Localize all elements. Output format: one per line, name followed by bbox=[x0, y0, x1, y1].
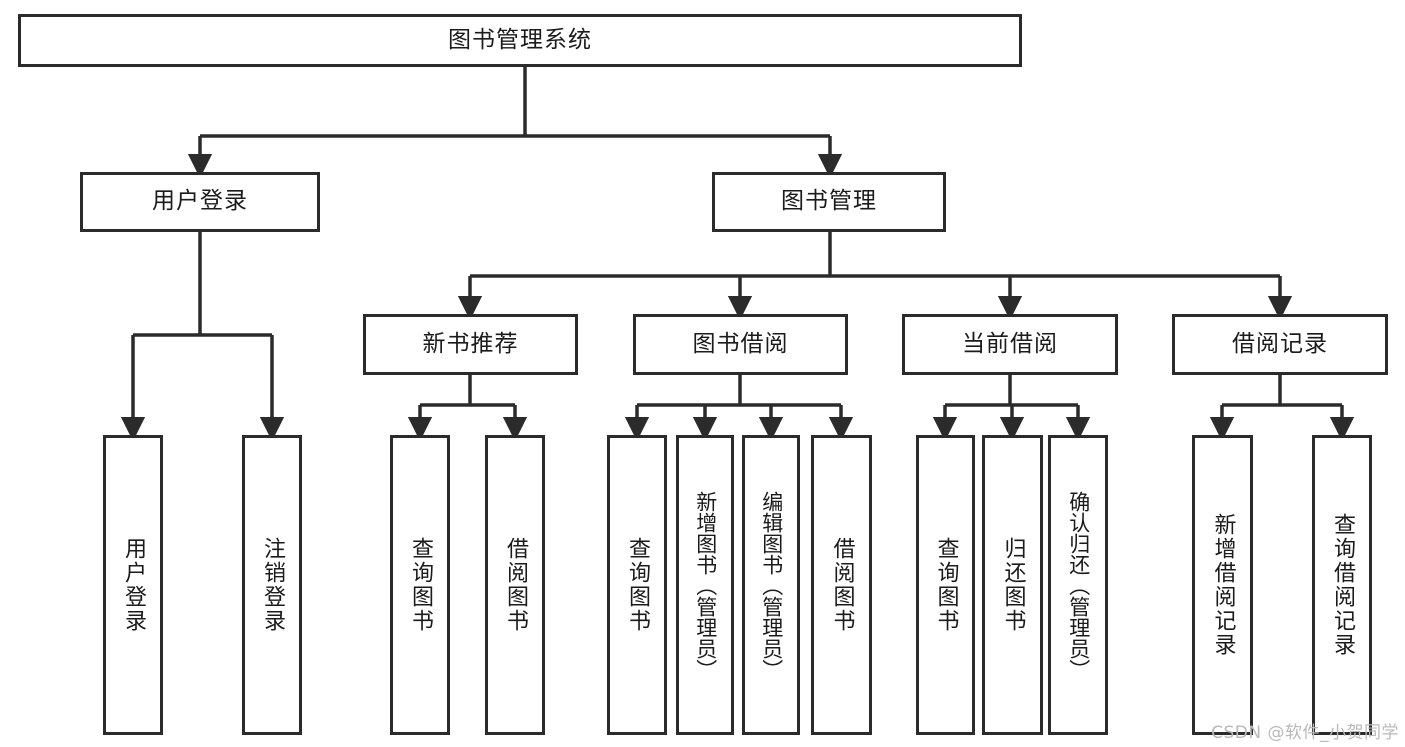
node-root[interactable]: 图书管理系统 bbox=[18, 14, 1022, 67]
node-leaf-user-login-label: 用户登录 bbox=[120, 537, 146, 633]
node-leaf-borrow-book-rec[interactable]: 借阅图书 bbox=[485, 435, 545, 735]
node-leaf-add-book[interactable]: 新增图书（管理员） bbox=[676, 435, 734, 735]
node-leaf-return-book[interactable]: 归还图书 bbox=[982, 435, 1043, 735]
node-current-borrow[interactable]: 当前借阅 bbox=[902, 314, 1118, 375]
node-borrow-record[interactable]: 借阅记录 bbox=[1172, 314, 1388, 375]
node-leaf-confirm-return[interactable]: 确认归还（管理员） bbox=[1048, 435, 1108, 735]
node-book-manage[interactable]: 图书管理 bbox=[712, 172, 946, 232]
node-user-login-label: 用户登录 bbox=[152, 188, 248, 215]
node-leaf-query-book-current-label: 查询图书 bbox=[933, 537, 959, 633]
node-leaf-confirm-return-label: 确认归还（管理员） bbox=[1066, 490, 1091, 680]
node-root-label: 图书管理系统 bbox=[448, 26, 592, 53]
node-leaf-edit-book-label: 编辑图书（管理员） bbox=[759, 490, 784, 680]
node-leaf-logout[interactable]: 注销登录 bbox=[242, 435, 302, 735]
watermark-text: CSDN @软件_小贺同学 bbox=[1211, 723, 1399, 743]
node-leaf-borrow-book[interactable]: 借阅图书 bbox=[811, 435, 872, 735]
node-leaf-query-book-rec-label: 查询图书 bbox=[407, 537, 433, 633]
node-leaf-edit-book[interactable]: 编辑图书（管理员） bbox=[742, 435, 800, 735]
node-borrow-record-label: 借阅记录 bbox=[1232, 330, 1328, 357]
node-book-manage-label: 图书管理 bbox=[781, 188, 877, 215]
node-leaf-borrow-book-label: 借阅图书 bbox=[829, 537, 855, 633]
node-leaf-borrow-book-rec-label: 借阅图书 bbox=[502, 537, 528, 633]
node-leaf-add-borrow-record[interactable]: 新增借阅记录 bbox=[1192, 435, 1253, 735]
node-leaf-query-book-rec[interactable]: 查询图书 bbox=[390, 435, 450, 735]
node-leaf-query-borrow-record-label: 查询借阅记录 bbox=[1329, 513, 1355, 657]
node-new-book-recommend-label: 新书推荐 bbox=[422, 330, 519, 357]
node-user-login[interactable]: 用户登录 bbox=[80, 172, 320, 232]
node-leaf-query-book-current[interactable]: 查询图书 bbox=[916, 435, 975, 735]
node-leaf-return-book-label: 归还图书 bbox=[1000, 537, 1026, 633]
node-leaf-query-book-borrow-label: 查询图书 bbox=[624, 537, 650, 633]
node-book-borrow-label: 图书借阅 bbox=[692, 330, 789, 357]
node-current-borrow-label: 当前借阅 bbox=[962, 330, 1058, 357]
node-leaf-query-borrow-record[interactable]: 查询借阅记录 bbox=[1312, 435, 1372, 735]
node-new-book-recommend[interactable]: 新书推荐 bbox=[363, 314, 578, 375]
node-leaf-query-book-borrow[interactable]: 查询图书 bbox=[607, 435, 667, 735]
node-book-borrow[interactable]: 图书借阅 bbox=[633, 314, 848, 375]
node-leaf-add-borrow-record-label: 新增借阅记录 bbox=[1210, 513, 1236, 657]
node-leaf-add-book-label: 新增图书（管理员） bbox=[693, 490, 718, 680]
node-leaf-user-login[interactable]: 用户登录 bbox=[103, 435, 163, 735]
node-leaf-logout-label: 注销登录 bbox=[259, 537, 285, 633]
